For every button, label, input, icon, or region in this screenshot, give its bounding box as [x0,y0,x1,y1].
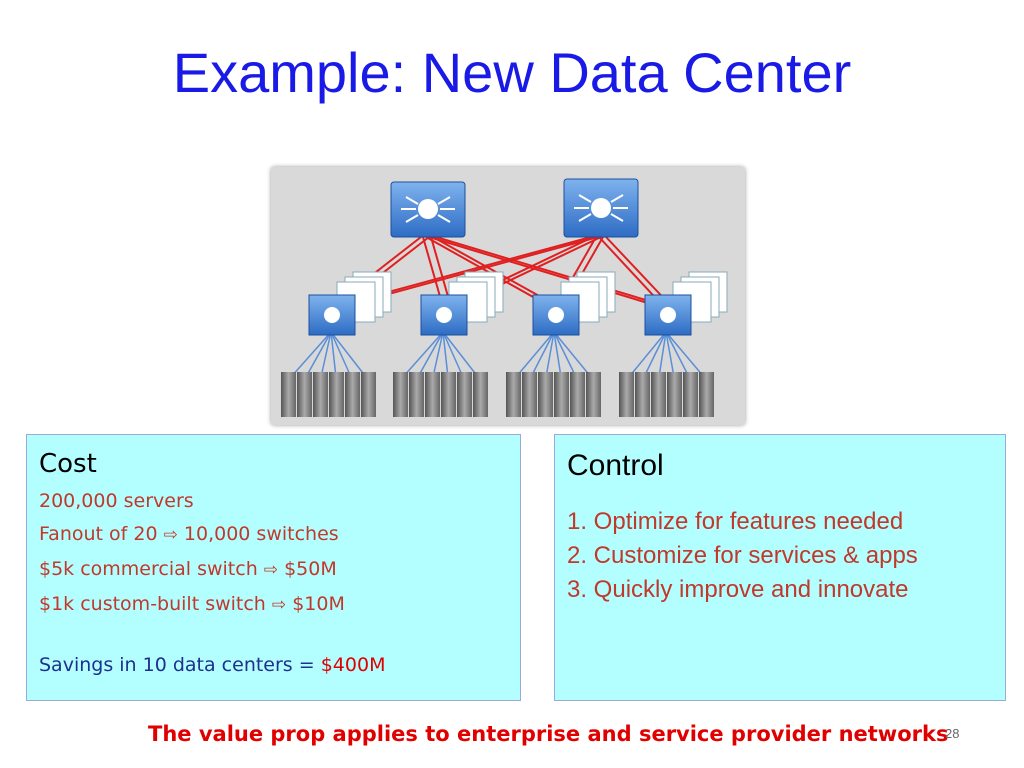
edge-switch-group-2 [420,271,504,336]
savings-label: Savings in 10 data centers = [39,654,321,676]
arrow-right-icon: ⇨ [163,525,178,545]
control-heading: Control [567,449,664,482]
cost-switch-count: 10,000 switches [183,523,339,545]
cost-commercial-label: $5k commercial switch [39,558,258,580]
edge-switch-group-3 [532,271,616,336]
control-item-2: 2. Customize for services & apps [567,542,918,569]
cost-fanout-label: Fanout of 20 [39,523,158,545]
cost-custom-total: $10M [292,593,345,615]
core-switch-left [390,181,466,238]
core-switch-right [563,178,639,238]
server-rack-group-3 [506,372,601,417]
savings-line: Savings in 10 data centers = $400M [39,654,520,676]
cost-box: Cost 200,000 servers Fanout of 20 ⇨ 10,0… [26,434,521,701]
control-item-1: 1. Optimize for features needed [567,508,904,535]
downlinks [290,331,705,378]
network-diagram [271,167,745,425]
control-box: Control 1. Optimize for features needed … [554,434,1006,701]
cost-commercial-total: $50M [284,558,337,580]
server-rack-group-1 [281,372,376,417]
edge-switch-group-1 [308,271,392,336]
cost-custom-line: $1k custom-built switch ⇨ $10M [39,587,520,622]
cost-heading: Cost [39,449,97,479]
arrow-right-icon: ⇨ [263,560,279,580]
control-item-3: 3. Quickly improve and innovate [567,576,909,603]
cost-custom-label: $1k custom-built switch [39,593,266,615]
server-rack-group-4 [619,372,714,417]
network-topology-svg [281,178,728,417]
cost-servers: 200,000 servers [39,490,194,512]
page-number: 28 [945,726,960,741]
arrow-right-icon: ⇨ [271,595,287,615]
slide-title: Example: New Data Center [172,41,852,104]
edge-switch-group-4 [644,271,728,336]
cost-commercial-line: $5k commercial switch ⇨ $50M [39,552,520,587]
cost-fanout-line: Fanout of 20 ⇨ 10,000 switches [39,517,520,552]
savings-value: $400M [320,654,386,676]
footer-note: The value prop applies to enterprise and… [148,722,949,746]
server-rack-group-2 [393,372,488,417]
